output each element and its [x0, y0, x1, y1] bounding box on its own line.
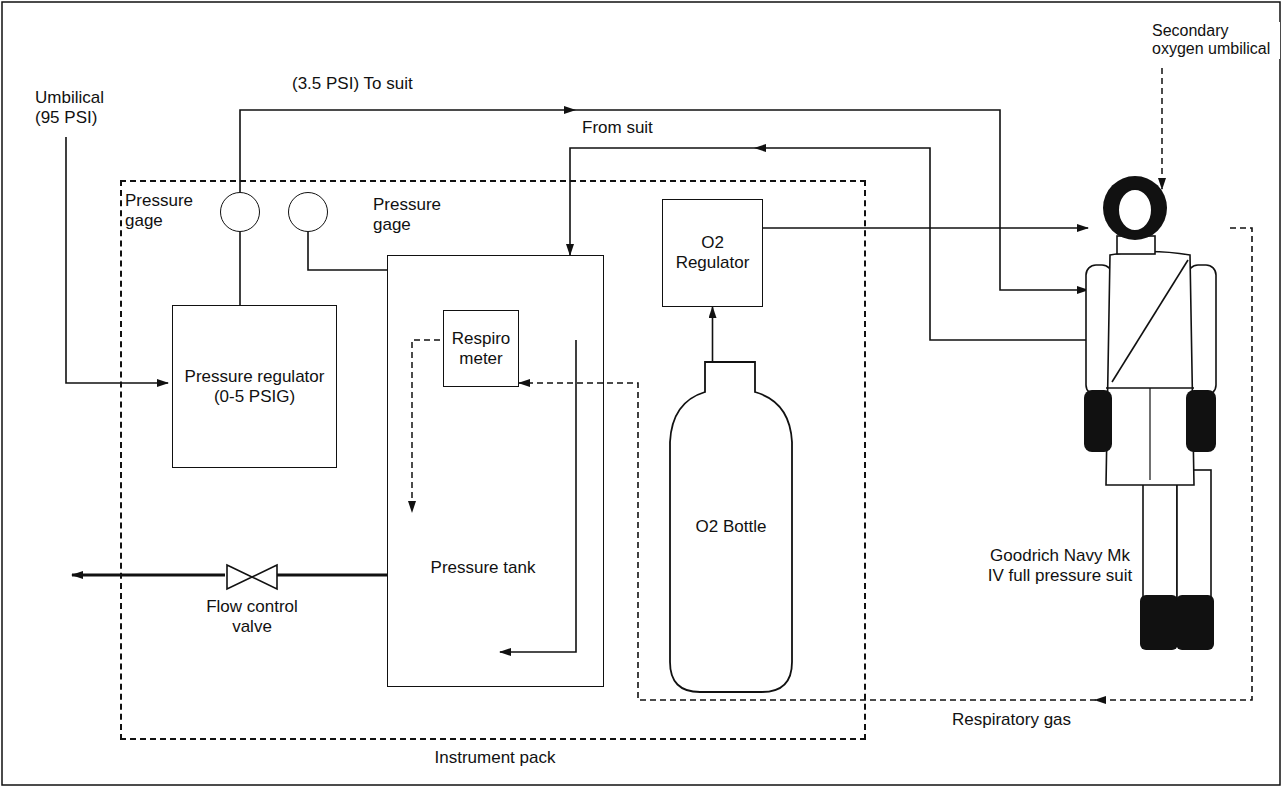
connector [712, 307, 713, 362]
arrowhead [754, 144, 766, 152]
connector [277, 575, 387, 576]
connector-line [712, 307, 714, 362]
connector [240, 232, 241, 305]
pressure-gage: Pressure gage [288, 192, 328, 232]
node-label: O2 Regulator [667, 233, 758, 272]
arrowhead [564, 106, 576, 114]
respirometer-outlet [412, 340, 440, 512]
flow-control-valve: Flow control valve [227, 565, 277, 589]
edge-label: From suit [580, 118, 655, 138]
callout-label: Secondary oxygen umbilical [1150, 22, 1280, 59]
pressure-gage: Pressure gage [220, 192, 260, 232]
node-label: Pressure gage [125, 191, 215, 230]
connector-line [519, 228, 1252, 700]
pressure-tank: Pressure tank Respiro meter [387, 255, 604, 687]
connector [240, 106, 1088, 290]
node-label: Goodrich Navy Mk IV full pressure suit [984, 546, 1136, 585]
node-label: Instrument pack [122, 748, 868, 768]
valve-symbol [227, 565, 277, 589]
connector-line [570, 148, 1088, 340]
connector-line [240, 110, 1088, 290]
pressure-regulator: Pressure regulator (0-5 PSIG) [172, 305, 337, 468]
connector [570, 144, 1088, 340]
pressure-suit: Goodrich Navy Mk IV full pressure suit [1088, 170, 1230, 650]
node-label: Respiro meter [448, 329, 514, 368]
umbilical-line [66, 137, 168, 383]
connector [308, 232, 387, 270]
o2-bottle: O2 Bottle [670, 362, 792, 692]
instrument-pack: Instrument packPressure gagePressure gag… [120, 180, 866, 740]
secondary-umbilical-line [1161, 68, 1163, 189]
respirometer: Respiro meter [443, 310, 519, 387]
connector-line [239, 232, 241, 305]
connector [519, 228, 1252, 704]
o2-regulator: O2 Regulator [662, 199, 763, 307]
node-label: Pressure tank [418, 558, 548, 578]
exhaust-line [72, 574, 225, 577]
node-label: Flow control valve [197, 597, 307, 636]
connector [763, 228, 1088, 229]
connector-line [308, 232, 387, 270]
edge-label: Respiratory gas [950, 710, 1073, 730]
connector-line [277, 574, 387, 577]
edge-label: (3.5 PSI) To suit [290, 74, 415, 94]
node-label: Pressure gage [373, 195, 463, 234]
node-label: Pressure regulator (0-5 PSIG) [177, 367, 332, 406]
node-label: O2 Bottle [670, 517, 792, 537]
arrowhead [1094, 696, 1106, 704]
callout-label: Umbilical (95 PSI) [33, 88, 119, 127]
connector-line [763, 227, 1088, 229]
